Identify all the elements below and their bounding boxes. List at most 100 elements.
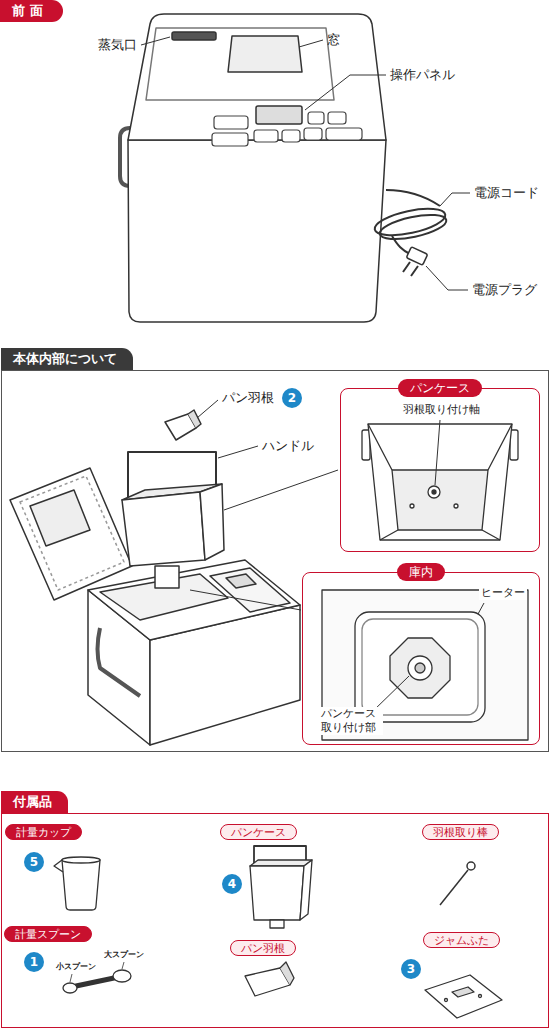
button: [282, 130, 300, 142]
item-label-pill: 計量カップ: [5, 824, 82, 840]
measuring-cup: [54, 860, 63, 872]
body-front: [128, 140, 386, 322]
heading: 前面: [12, 0, 47, 22]
leader-line: [141, 37, 170, 45]
lid: [10, 468, 132, 600]
heading: 計量カップ: [16, 825, 71, 841]
callout-number: 2: [282, 388, 302, 408]
part-label: 電源プラグ: [472, 282, 537, 298]
leader-line: [426, 266, 468, 290]
button: [214, 116, 248, 129]
button: [308, 112, 324, 124]
heading: ジャムふた: [434, 933, 489, 949]
leader-line: [435, 420, 440, 485]
inset-panel: 庫内ヒーターパンケース 取り付け部: [302, 572, 540, 745]
jam-lid: [445, 999, 448, 1002]
measuring-cup: [54, 857, 100, 910]
callout-number: 4: [222, 874, 242, 894]
lid: [20, 476, 124, 590]
kneading-blade: [245, 968, 290, 996]
blade-removal-rod: [440, 862, 475, 905]
button: [254, 130, 278, 142]
button: [212, 112, 362, 146]
chamber-top-view: [408, 656, 432, 680]
bread-case: [155, 566, 179, 588]
power-cord: [378, 210, 449, 244]
heading: 計量スプーン: [15, 927, 81, 943]
part-label: パン羽根: [222, 390, 274, 406]
item-label-pill: 計量スプーン: [4, 926, 92, 942]
part-label: 羽根取り付け軸: [401, 403, 482, 417]
body: [88, 560, 300, 640]
measuring-spoon: [113, 970, 131, 982]
steam-vent: [172, 32, 216, 40]
bread-maker-open: [10, 410, 300, 745]
lid: [146, 28, 334, 100]
bread-case-top-view: [432, 490, 436, 494]
callout-number: 5: [24, 852, 44, 872]
measuring-spoon: [63, 970, 131, 993]
chamber-top-view: [390, 638, 450, 698]
leader-line: [305, 75, 386, 110]
part-label: 電源コード: [474, 185, 539, 201]
power-cord: [392, 236, 410, 254]
body: [88, 590, 150, 745]
button: [212, 133, 248, 146]
bread-case: [254, 846, 306, 864]
measuring-spoon: [76, 978, 114, 986]
body-top: [128, 14, 386, 140]
part-label: 窓: [327, 32, 340, 48]
bread-case-top-view: [368, 424, 512, 540]
part-label: パンケース 取り付け部: [313, 707, 383, 735]
handle: [120, 128, 180, 186]
bread-case: [250, 860, 312, 866]
part-label: 蒸気口: [98, 37, 137, 53]
leader-line: [70, 974, 72, 982]
item-label-pill: ジャムふた: [423, 932, 500, 948]
kneading-blade: [280, 962, 294, 985]
leader-line: [141, 37, 470, 290]
bread-case: [270, 920, 284, 928]
body: [150, 605, 300, 745]
part-label: ハンドル: [262, 438, 314, 454]
leader-line: [224, 470, 338, 510]
bread-case-top-view: [392, 470, 488, 530]
blade-removal-rod: [467, 862, 475, 870]
bread-case: [122, 492, 205, 566]
power-plug: [406, 247, 427, 265]
power-plug: [403, 262, 418, 276]
item-label-pill: パンケース: [220, 824, 297, 840]
section-panel: 計量カップパンケース羽根取り棒計量スプーンパン羽根ジャムふた付属品: [1, 813, 549, 1028]
bread-case: [250, 866, 304, 920]
kneading-blade: [188, 410, 201, 428]
part-label: 大スプーン: [104, 949, 144, 960]
measuring-cup: [62, 857, 100, 863]
bread-case: [200, 484, 224, 560]
bread-case: [122, 484, 222, 500]
heading: 庫内: [397, 563, 445, 581]
heading: パンケース: [398, 379, 482, 397]
bread-case-top-view: [410, 504, 414, 508]
item-label-pill: 羽根取り棒: [422, 824, 499, 840]
heading: パンケース: [231, 825, 286, 841]
jam-lid: [425, 975, 502, 1018]
callout-number: 1: [24, 952, 44, 972]
section-tab: 前面: [0, 0, 63, 22]
chamber-top-view: [362, 619, 478, 715]
bread-case-top-view: [428, 486, 440, 498]
leader-line: [440, 193, 470, 206]
chamber-top-view: [415, 663, 425, 673]
section-panel: パンケース羽根取り付け軸庫内ヒーターパンケース 取り付け部本体内部について: [1, 370, 549, 752]
kneading-blade: [165, 414, 196, 440]
part-label: 操作パネル: [390, 67, 455, 83]
handle: [98, 628, 141, 696]
power-cord: [386, 190, 440, 206]
leader-line: [122, 962, 124, 969]
bread-case-handle: [128, 452, 216, 498]
leader-line: [190, 590, 301, 610]
jam-lid: [425, 975, 502, 1018]
bread-case-top-view: [454, 504, 458, 508]
heading: 本体内部について: [1, 348, 133, 370]
control-panel: [210, 568, 290, 612]
window: [228, 36, 302, 72]
